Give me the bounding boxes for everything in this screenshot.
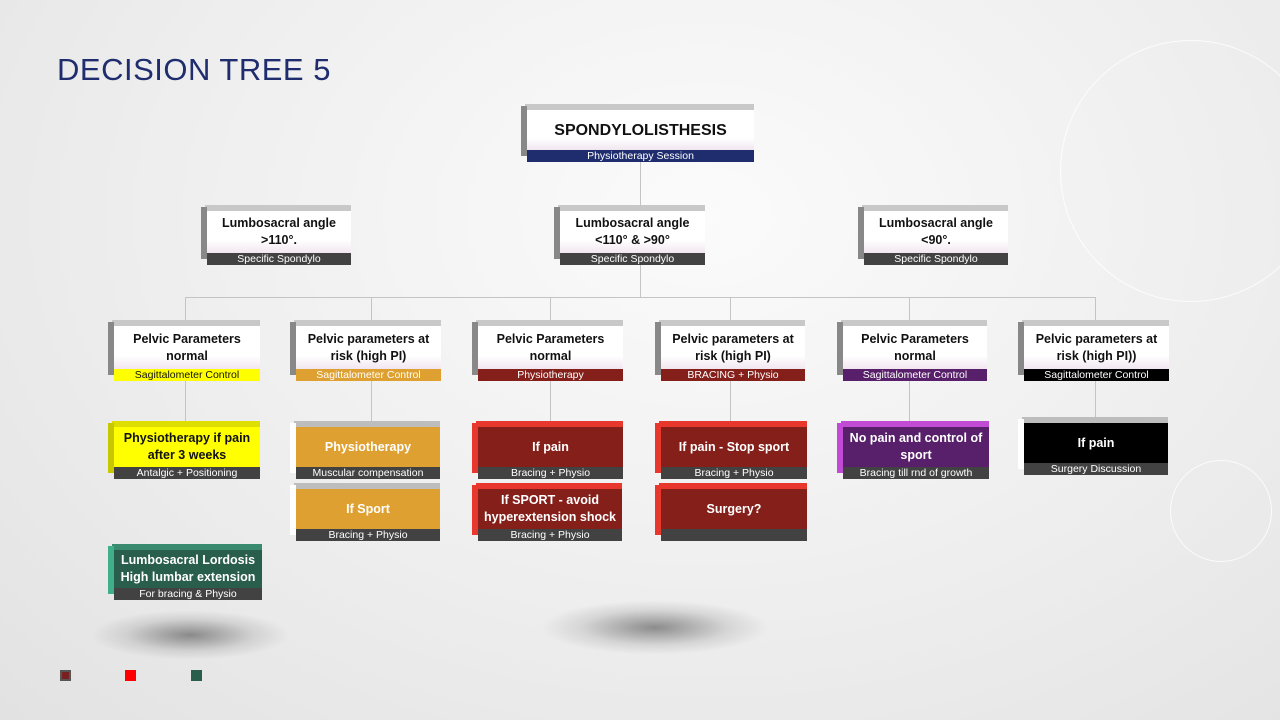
tree-node-level2-2: Lumbosacral angle <90°. Specific Spondyl… — [858, 205, 1008, 265]
tree-node-level4-1: Physiotherapy Muscular compensation — [290, 421, 440, 479]
node-subtitle: Specific Spondylo — [864, 253, 1008, 265]
node-subtitle: Specific Spondylo — [560, 253, 705, 265]
legend-teal-square — [191, 670, 202, 681]
node-title: Lumbosacral angle <90°. — [864, 211, 1008, 253]
tree-node-level3-4: Pelvic Parameters normal Sagittalometer … — [837, 320, 987, 381]
node-subtitle — [661, 529, 807, 541]
tree-node-level4-5: If pain Surgery Discussion — [1018, 417, 1168, 475]
node-title: If Sport — [296, 489, 440, 529]
node-subtitle: Sagittalometer Control — [1024, 369, 1169, 381]
node-subtitle: Specific Spondylo — [207, 253, 351, 265]
node-subtitle: Bracing + Physio — [296, 529, 440, 541]
tree-node-level3-0: Pelvic Parameters normal Sagittalometer … — [108, 320, 260, 381]
node-title: Pelvic Parameters normal — [478, 326, 623, 369]
node-subtitle: Bracing till rnd of growth — [843, 467, 989, 479]
node-subtitle: Antalgic + Positioning — [114, 467, 260, 479]
tree-node-level5-2: Surgery? — [655, 483, 807, 541]
tree-node-level4-2: If pain Bracing + Physio — [472, 421, 623, 479]
page-title: DECISION TREE 5 — [57, 52, 331, 87]
tree-node-root: SPONDYLOLISTHESIS Physiotherapy Session — [521, 104, 754, 162]
tree-node-level4-0: Physiotherapy if pain after 3 weeks Anta… — [108, 421, 260, 479]
node-title: If pain — [1024, 423, 1168, 463]
node-title: SPONDYLOLISTHESIS — [527, 110, 754, 150]
node-title: Pelvic Parameters normal — [114, 326, 260, 369]
tree-node-level2-1: Lumbosacral angle <110° & >90° Specific … — [554, 205, 705, 265]
node-title: Lumbosacral angle <110° & >90° — [560, 211, 705, 253]
node-title: Physiotherapy if pain after 3 weeks — [114, 427, 260, 467]
connector-line — [909, 381, 910, 421]
node-subtitle: Sagittalometer Control — [843, 369, 987, 381]
connector-line — [185, 381, 186, 421]
node-subtitle: Physiotherapy — [478, 369, 623, 381]
connector-line — [371, 381, 372, 421]
tree-node-level3-2: Pelvic Parameters normal Physiotherapy — [472, 320, 623, 381]
connector-line — [909, 297, 910, 320]
node-subtitle: Bracing + Physio — [478, 529, 622, 541]
connector-line — [185, 297, 186, 320]
node-subtitle: For bracing & Physio — [114, 588, 262, 600]
connector-line — [550, 297, 551, 320]
tree-node-level3-1: Pelvic parameters at risk (high PI) Sagi… — [290, 320, 441, 381]
node-subtitle: Sagittalometer Control — [296, 369, 441, 381]
tree-node-extra: Lumbosacral Lordosis High lumbar extensi… — [108, 544, 262, 600]
node-subtitle: Muscular compensation — [296, 467, 440, 479]
node-title: Pelvic Parameters normal — [843, 326, 987, 369]
node-title: If SPORT - avoid hyperextension shock — [478, 489, 622, 529]
connector-line — [550, 381, 551, 421]
node-subtitle: Bracing + Physio — [478, 467, 623, 479]
floor-shadow — [540, 600, 770, 655]
node-subtitle: Bracing + Physio — [661, 467, 807, 479]
tree-node-level4-4: No pain and control of sport Bracing til… — [837, 421, 989, 479]
decorative-ring — [1060, 40, 1280, 302]
tree-node-level3-3: Pelvic parameters at risk (high PI) BRAC… — [655, 320, 805, 381]
decorative-ring — [1170, 460, 1272, 562]
connector-line — [1095, 297, 1096, 320]
tree-node-level4-3: If pain - Stop sport Bracing + Physio — [655, 421, 807, 479]
connector-line — [371, 297, 372, 320]
tree-node-level3-5: Pelvic parameters at risk (high PI)) Sag… — [1018, 320, 1169, 381]
tree-node-level5-0: If Sport Bracing + Physio — [290, 483, 440, 541]
node-title: If pain - Stop sport — [661, 427, 807, 467]
connector-line — [185, 297, 1096, 298]
node-title: Lumbosacral angle >110°. — [207, 211, 351, 253]
node-subtitle: BRACING + Physio — [661, 369, 805, 381]
tree-node-level2-0: Lumbosacral angle >110°. Specific Spondy… — [201, 205, 351, 265]
node-title: Surgery? — [661, 489, 807, 529]
node-title: Physiotherapy — [296, 427, 440, 467]
connector-line — [730, 297, 731, 320]
node-subtitle: Sagittalometer Control — [114, 369, 260, 381]
node-title: Pelvic parameters at risk (high PI) — [296, 326, 441, 369]
legend-maroon-square — [60, 670, 71, 681]
node-title: Lumbosacral Lordosis High lumbar extensi… — [114, 550, 262, 588]
tree-node-level5-1: If SPORT - avoid hyperextension shock Br… — [472, 483, 622, 541]
node-title: If pain — [478, 427, 623, 467]
legend-red-square — [125, 670, 136, 681]
connector-line — [730, 381, 731, 421]
node-title: No pain and control of sport — [843, 427, 989, 467]
floor-shadow — [90, 610, 290, 660]
node-title: Pelvic parameters at risk (high PI)) — [1024, 326, 1169, 369]
node-title: Pelvic parameters at risk (high PI) — [661, 326, 805, 369]
node-subtitle: Surgery Discussion — [1024, 463, 1168, 475]
connector-line — [1095, 381, 1096, 421]
node-subtitle: Physiotherapy Session — [527, 150, 754, 162]
